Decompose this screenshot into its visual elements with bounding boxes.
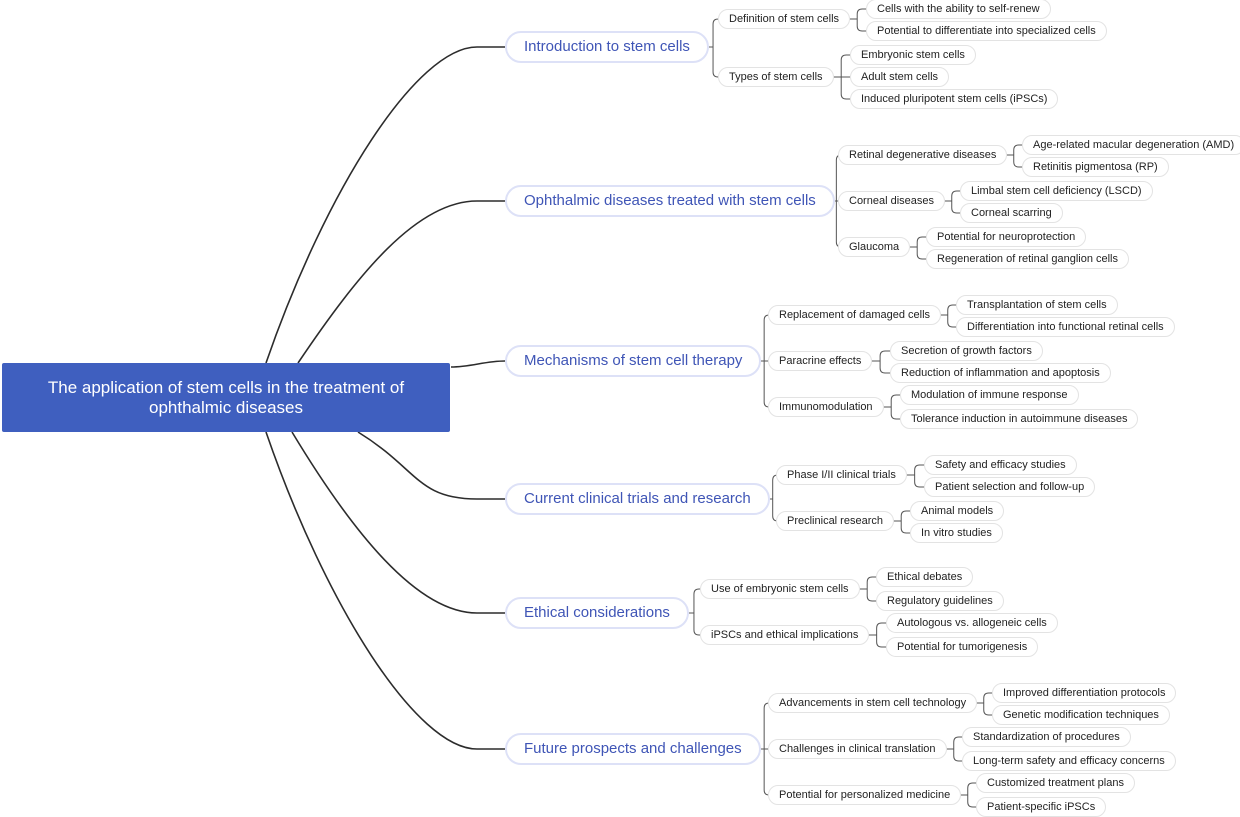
child-connector (712, 18, 719, 47)
subtopic-inflammation-apoptosis[interactable]: Reduction of inflammation and apoptosis (890, 363, 1111, 383)
child-connector (953, 749, 962, 762)
branch-clinical-trials[interactable]: Current clinical trials and research (505, 483, 770, 515)
child-connector (983, 692, 992, 703)
child-connector (763, 702, 770, 749)
subtopic-in-vitro[interactable]: In vitro studies (910, 523, 1003, 543)
child-connector (763, 361, 770, 408)
child-connector (916, 236, 926, 247)
subtopic-tolerance-induction[interactable]: Tolerance induction in autoimmune diseas… (900, 409, 1139, 429)
topic-corneal-diseases[interactable]: Corneal diseases (838, 191, 945, 211)
topic-personalized-medicine[interactable]: Potential for personalized medicine (768, 785, 962, 805)
subtopic-immune-response[interactable]: Modulation of immune response (900, 385, 1079, 405)
subtopic-neuroprotection[interactable]: Potential for neuroprotection (926, 227, 1087, 247)
subtopic-patient-specific-ipscs[interactable]: Patient-specific iPSCs (976, 797, 1107, 817)
branch-future-prospects[interactable]: Future prospects and challenges (505, 733, 761, 765)
topic-advancements[interactable]: Advancements in stem cell technology (768, 693, 978, 713)
child-connector (914, 464, 924, 475)
branch-connector (291, 431, 505, 614)
child-connector (947, 315, 956, 328)
subtopic-amd[interactable]: Age-related macular degeneration (AMD) (1022, 135, 1240, 155)
child-connector (947, 304, 956, 315)
child-connector (856, 8, 866, 19)
topic-paracrine-effects[interactable]: Paracrine effects (768, 351, 873, 371)
subtopic-tumorigenesis[interactable]: Potential for tumorigenesis (886, 637, 1039, 657)
topic-embryonic-use[interactable]: Use of embryonic stem cells (700, 579, 860, 599)
child-connector (856, 19, 866, 32)
subtopic-corneal-scarring[interactable]: Corneal scarring (960, 203, 1063, 223)
child-connector (876, 622, 886, 635)
child-connector (763, 749, 770, 796)
child-connector (890, 407, 900, 420)
topic-clinical-translation[interactable]: Challenges in clinical translation (768, 739, 947, 759)
branch-mechanisms-of-therapy[interactable]: Mechanisms of stem cell therapy (505, 345, 762, 377)
child-connector (876, 635, 886, 648)
subtopic-embryonic-stem-cells[interactable]: Embryonic stem cells (850, 45, 976, 65)
central-topic[interactable]: The application of stem cells in the tre… (2, 363, 450, 432)
subtopic-ethical-debates[interactable]: Ethical debates (876, 567, 974, 587)
subtopic-patient-selection[interactable]: Patient selection and follow-up (924, 477, 1096, 497)
subtopic-standardization[interactable]: Standardization of procedures (962, 727, 1131, 747)
child-connector (890, 394, 900, 407)
child-connector (967, 782, 976, 795)
child-connector (866, 576, 876, 589)
child-connector (840, 77, 850, 100)
child-connector (866, 589, 876, 602)
subtopic-genetic-modification[interactable]: Genetic modification techniques (992, 705, 1170, 725)
topic-glaucoma[interactable]: Glaucoma (838, 237, 911, 257)
child-connector (1013, 144, 1022, 155)
subtopic-self-renew[interactable]: Cells with the ability to self-renew (866, 0, 1051, 19)
child-connector (840, 54, 850, 77)
child-connector (983, 703, 992, 716)
subtopic-functional-retinal-cells[interactable]: Differentiation into functional retinal … (956, 317, 1175, 337)
subtopic-retinitis-pigmentosa[interactable]: Retinitis pigmentosa (RP) (1022, 157, 1169, 177)
child-connector (967, 795, 976, 808)
branch-connector (297, 200, 505, 364)
subtopic-long-term-safety[interactable]: Long-term safety and efficacy concerns (962, 751, 1176, 771)
branch-ophthalmic-diseases[interactable]: Ophthalmic diseases treated with stem ce… (505, 185, 835, 217)
topic-types-of-stem-cells[interactable]: Types of stem cells (718, 67, 834, 87)
topic-retinal-degenerative-diseases[interactable]: Retinal degenerative diseases (838, 145, 1008, 165)
child-connector (953, 736, 962, 749)
subtopic-safety-efficacy[interactable]: Safety and efficacy studies (924, 455, 1077, 475)
subtopic-animal-models[interactable]: Animal models (910, 501, 1005, 521)
child-connector (879, 361, 890, 374)
branch-connector (450, 360, 506, 368)
subtopic-transplantation[interactable]: Transplantation of stem cells (956, 295, 1118, 315)
subtopic-adult-stem-cells[interactable]: Adult stem cells (850, 67, 950, 87)
child-connector (900, 510, 910, 521)
branch-introduction-to-stem-cells[interactable]: Introduction to stem cells (505, 31, 709, 63)
branch-connector (357, 431, 505, 500)
subtopic-customized-plans[interactable]: Customized treatment plans (976, 773, 1135, 793)
child-connector (693, 613, 700, 636)
subtopic-ipscs[interactable]: Induced pluripotent stem cells (iPSCs) (850, 89, 1059, 109)
subtopic-regulatory-guidelines[interactable]: Regulatory guidelines (876, 591, 1004, 611)
subtopic-retinal-ganglion-cells[interactable]: Regeneration of retinal ganglion cells (926, 249, 1130, 269)
topic-phase-trials[interactable]: Phase I/II clinical trials (776, 465, 907, 485)
topic-definition-of-stem-cells[interactable]: Definition of stem cells (718, 9, 851, 29)
child-connector (900, 521, 910, 534)
child-connector (879, 350, 890, 361)
child-connector (951, 201, 960, 214)
child-connector (693, 588, 700, 613)
topic-ipscs-ethics[interactable]: iPSCs and ethical implications (700, 625, 870, 645)
topic-preclinical-research[interactable]: Preclinical research (776, 511, 894, 531)
topic-immunomodulation[interactable]: Immunomodulation (768, 397, 884, 417)
subtopic-lscd[interactable]: Limbal stem cell deficiency (LSCD) (960, 181, 1153, 201)
child-connector (712, 47, 719, 78)
child-connector (1013, 155, 1022, 168)
branch-connector (265, 431, 505, 750)
branch-ethical-considerations[interactable]: Ethical considerations (505, 597, 689, 629)
subtopic-differentiate-specialized[interactable]: Potential to differentiate into speciali… (866, 21, 1107, 41)
subtopic-differentiation-protocols[interactable]: Improved differentiation protocols (992, 683, 1177, 703)
subtopic-growth-factors[interactable]: Secretion of growth factors (890, 341, 1043, 361)
child-connector (916, 247, 926, 260)
child-connector (914, 475, 924, 488)
branch-connector (265, 46, 505, 364)
subtopic-autologous-allogeneic[interactable]: Autologous vs. allogeneic cells (886, 613, 1058, 633)
child-connector (951, 190, 960, 201)
child-connector (763, 314, 770, 361)
topic-replacement-of-damaged-cells[interactable]: Replacement of damaged cells (768, 305, 942, 325)
